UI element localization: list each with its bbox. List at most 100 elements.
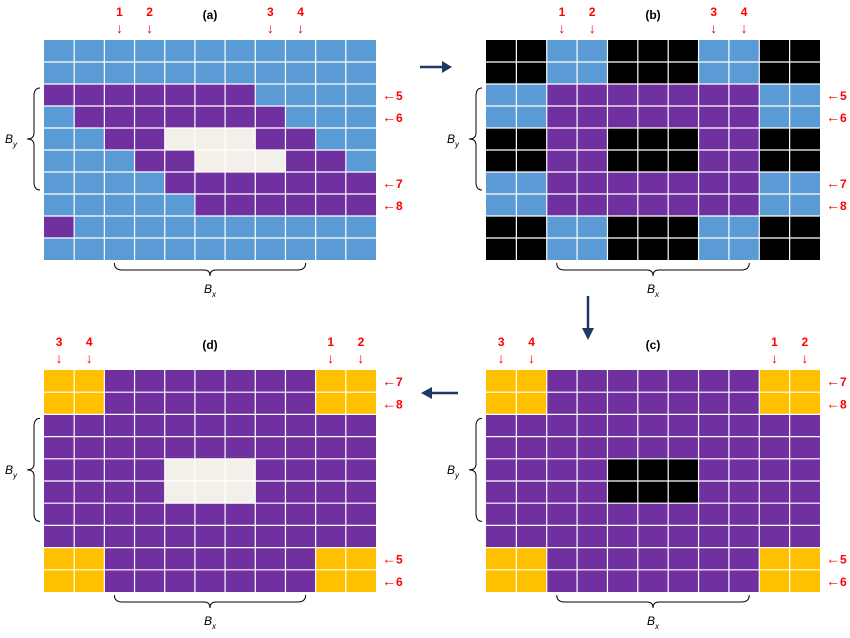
x-brace bbox=[556, 594, 750, 609]
grid-cell bbox=[516, 392, 547, 415]
grid-cell bbox=[134, 84, 165, 106]
grid-cell bbox=[225, 106, 256, 128]
grid-cell bbox=[546, 458, 578, 481]
grid-cell bbox=[255, 392, 286, 415]
grid-cell bbox=[637, 414, 669, 437]
row-marker-number: 7 bbox=[396, 177, 403, 191]
by-label: By bbox=[5, 463, 18, 480]
grid-cell bbox=[668, 128, 699, 150]
left-arrow-icon: ← bbox=[826, 551, 840, 567]
grid-cell bbox=[74, 436, 105, 459]
grid-cell bbox=[345, 436, 376, 459]
grid-cell bbox=[728, 216, 760, 238]
grid-cell bbox=[345, 525, 376, 548]
row-marker-number: 8 bbox=[840, 199, 847, 213]
grid-cell bbox=[577, 238, 608, 260]
grid-cell bbox=[698, 525, 729, 548]
grid-cell bbox=[345, 84, 376, 106]
grid-cell bbox=[255, 172, 286, 194]
column-marker-number: 2 bbox=[358, 335, 365, 349]
column-marker-number: 2 bbox=[589, 5, 596, 19]
grid-cell bbox=[134, 150, 165, 172]
bx-label: Bx bbox=[204, 282, 217, 299]
down-arrow-icon: ↓ bbox=[327, 350, 334, 366]
grid-cell bbox=[546, 414, 578, 437]
grid-cell bbox=[607, 458, 638, 481]
grid-cell bbox=[315, 436, 346, 459]
grid-cell bbox=[164, 436, 195, 459]
grid-cell bbox=[789, 40, 820, 62]
grid-cell bbox=[134, 525, 165, 548]
grid-cell bbox=[194, 370, 226, 393]
grid-cell bbox=[345, 503, 376, 526]
grid-cell bbox=[516, 414, 547, 437]
column-marker-number: 2 bbox=[801, 335, 808, 349]
grid-cell bbox=[255, 106, 286, 128]
grid-cell bbox=[668, 481, 699, 504]
grid-cell bbox=[516, 370, 547, 393]
row-marker-number: 5 bbox=[840, 89, 847, 103]
grid-cell bbox=[44, 392, 75, 415]
grid-cell bbox=[668, 458, 699, 481]
down-arrow-icon: ↓ bbox=[801, 350, 808, 366]
column-marker-number: 3 bbox=[267, 5, 274, 19]
column-marker-number: 2 bbox=[146, 5, 153, 19]
grid-cell bbox=[759, 503, 790, 526]
grid-cell bbox=[134, 436, 165, 459]
grid-cell bbox=[285, 62, 316, 84]
grid-cell bbox=[546, 216, 578, 238]
grid-cell bbox=[74, 547, 105, 570]
grid-cell bbox=[315, 238, 346, 260]
grid-cell bbox=[668, 216, 699, 238]
grid-cell bbox=[486, 84, 517, 106]
grid-cell bbox=[789, 172, 820, 194]
grid-cell bbox=[225, 458, 256, 481]
grid-cell bbox=[698, 458, 729, 481]
grid-cell bbox=[164, 414, 195, 437]
column-marker-number: 4 bbox=[297, 5, 304, 19]
left-arrow-icon: ← bbox=[826, 87, 840, 103]
grid-cell bbox=[728, 62, 760, 84]
grid-cell bbox=[607, 194, 638, 216]
grid-cell bbox=[668, 547, 699, 570]
grid-cell bbox=[315, 569, 346, 592]
grid-cell bbox=[546, 569, 578, 592]
grid-cell bbox=[74, 414, 105, 437]
grid-cell bbox=[637, 150, 669, 172]
grid-cell bbox=[164, 370, 195, 393]
grid-cell bbox=[164, 525, 195, 548]
grid-cell bbox=[668, 62, 699, 84]
grid-cell bbox=[607, 414, 638, 437]
grid-cell bbox=[285, 106, 316, 128]
grid-cell bbox=[759, 436, 790, 459]
grid-cell bbox=[759, 238, 790, 260]
grid-cell bbox=[546, 503, 578, 526]
grid-cell bbox=[104, 547, 135, 570]
grid-cell bbox=[315, 84, 346, 106]
left-arrow-icon: ← bbox=[826, 197, 840, 213]
grid-cell bbox=[345, 481, 376, 504]
grid-cell bbox=[164, 503, 195, 526]
grid-cell bbox=[255, 458, 286, 481]
grid-cell bbox=[577, 569, 608, 592]
grid-cell bbox=[759, 62, 790, 84]
grid-cell bbox=[74, 62, 105, 84]
grid-cell bbox=[134, 238, 165, 260]
grid-cell bbox=[577, 106, 608, 128]
grid-cell bbox=[668, 503, 699, 526]
grid-cell bbox=[164, 106, 195, 128]
grid-cell bbox=[668, 172, 699, 194]
grid-cell bbox=[255, 547, 286, 570]
grid-cell bbox=[698, 40, 729, 62]
grid-cell bbox=[789, 525, 820, 548]
grid-cell bbox=[164, 150, 195, 172]
grid-cell bbox=[44, 525, 75, 548]
grid-cell bbox=[546, 370, 578, 393]
grid-cell bbox=[194, 547, 226, 570]
grid-cell bbox=[789, 414, 820, 437]
grid-cell bbox=[164, 481, 195, 504]
grid-cell bbox=[759, 481, 790, 504]
grid-cell bbox=[225, 84, 256, 106]
grid-cell bbox=[728, 458, 760, 481]
